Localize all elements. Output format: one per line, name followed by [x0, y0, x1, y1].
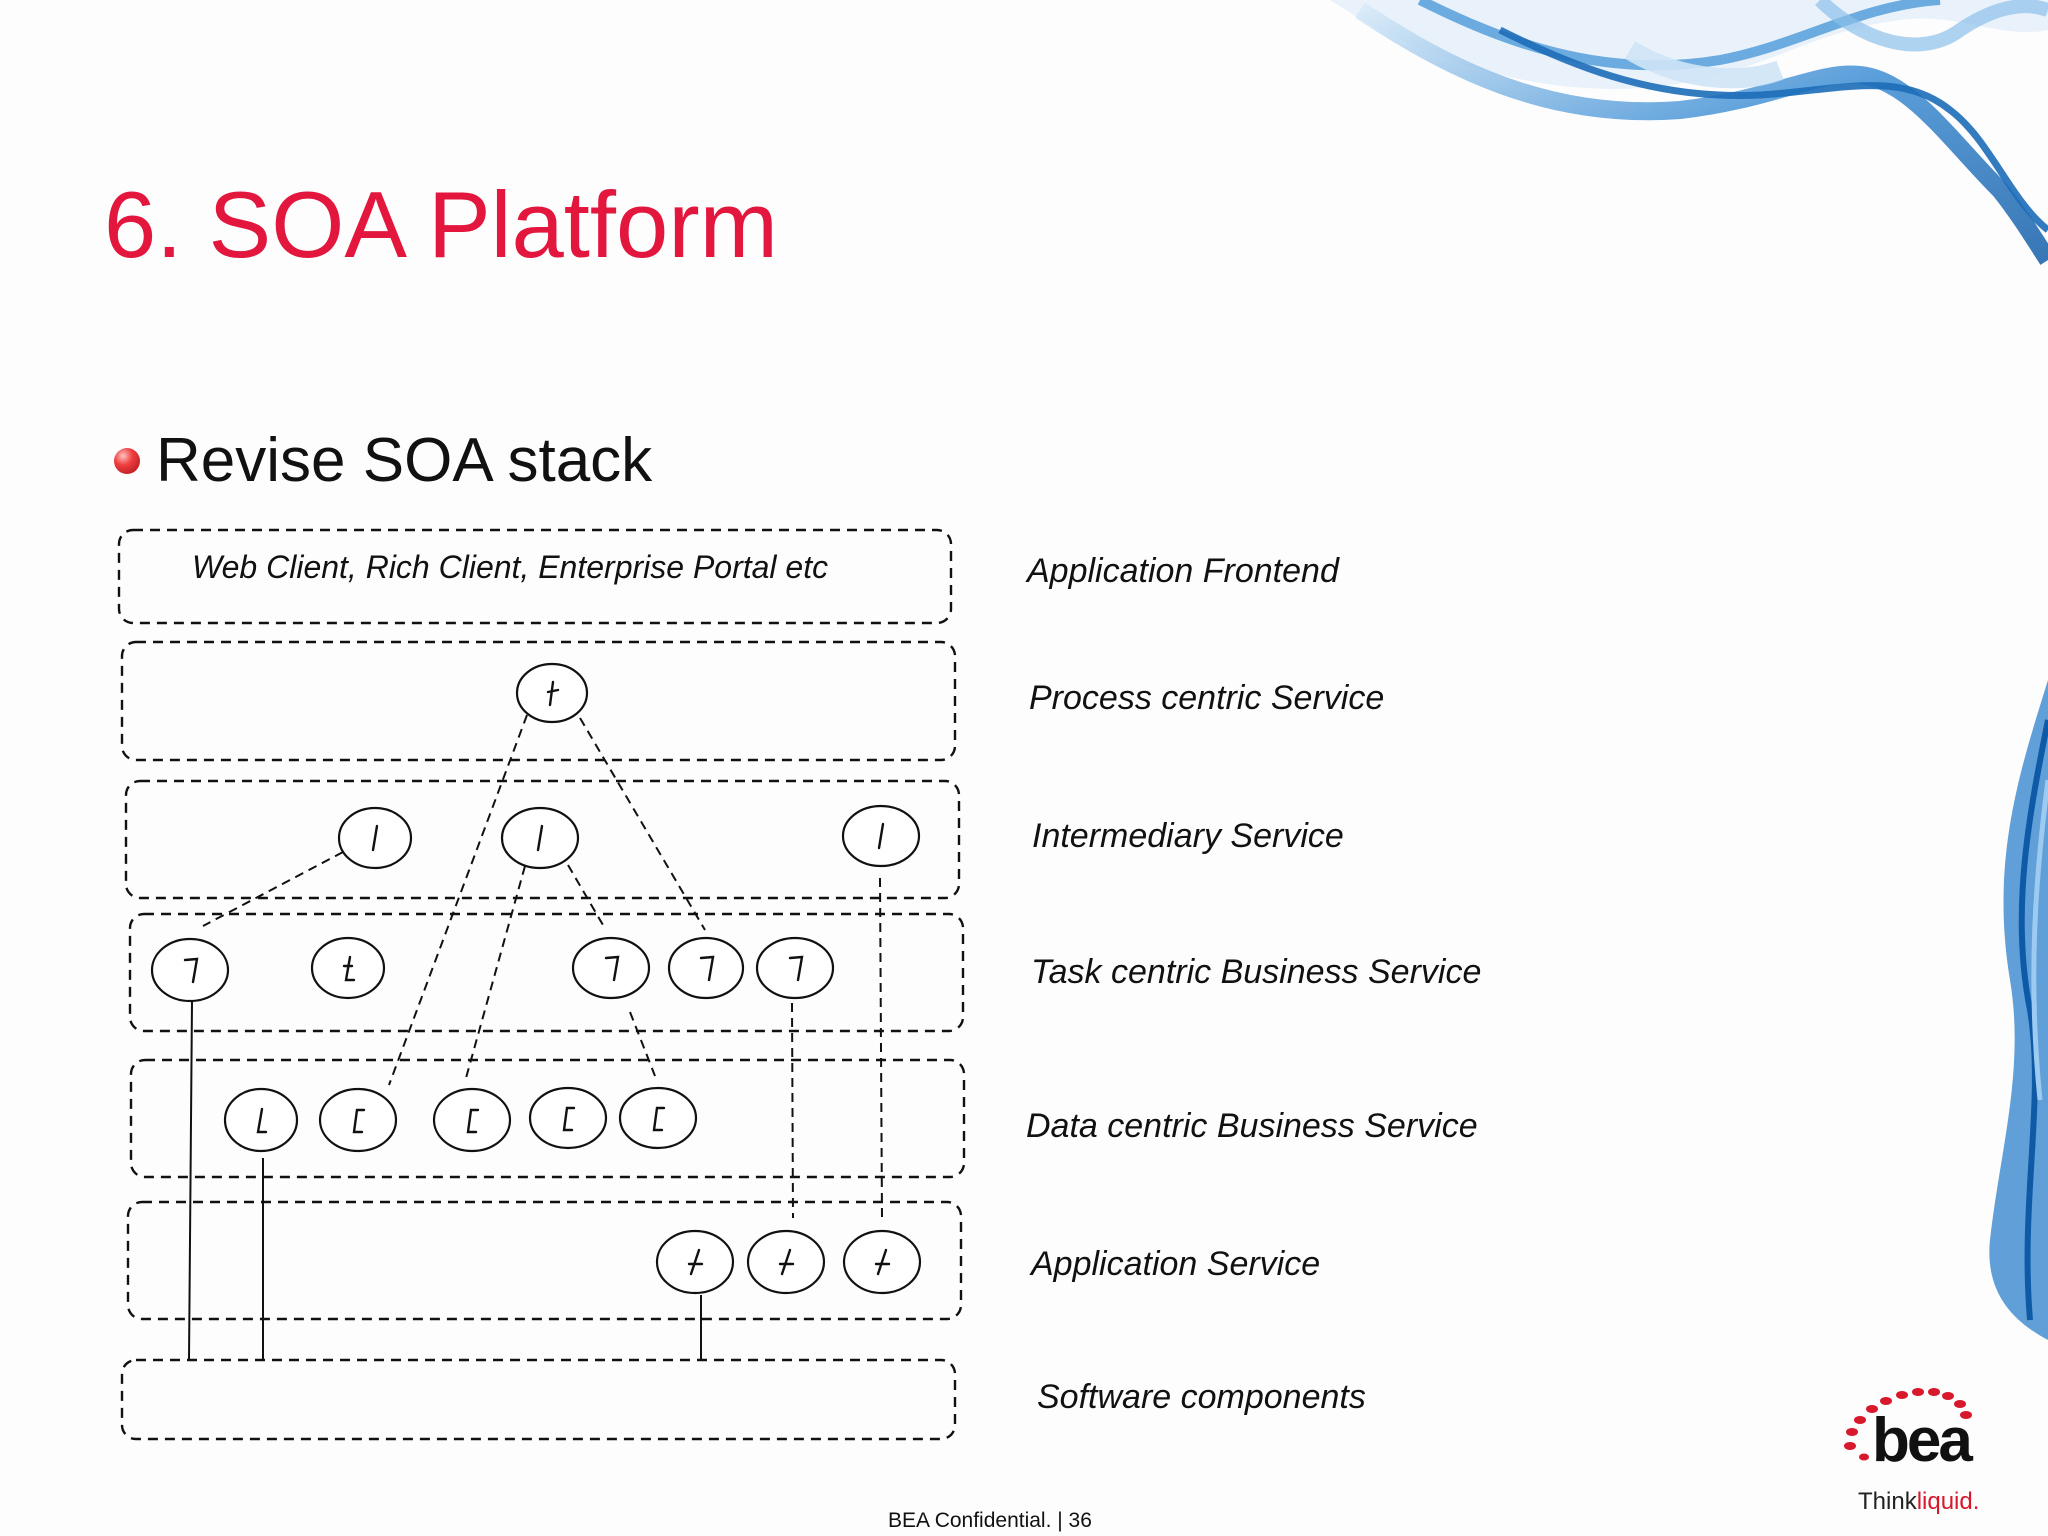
data-node-glyph-2 [352, 1108, 366, 1134]
connector-t3-to-d5 [629, 1011, 656, 1077]
layer-box-intermediary [124, 779, 961, 900]
data-node-glyph-1 [256, 1107, 268, 1134]
layer-box-application-frontend [117, 528, 953, 625]
layer-box-software-components [120, 1358, 957, 1441]
connector-i2-to-d3 [465, 865, 526, 1079]
layer-label-data-centric: Data centric Business Service [1026, 1107, 1478, 1145]
connector-t5-to-a2 [791, 1002, 794, 1219]
connector-p-to-t4 [579, 717, 706, 931]
connector-p-to-d2 [388, 714, 528, 1086]
layer-label-task-centric: Task centric Business Service [1031, 953, 1482, 991]
task-service-node-1 [150, 937, 230, 1003]
intermediary-node-glyph-2 [536, 824, 544, 852]
task-service-node-5 [755, 936, 835, 1000]
layer-label-application-service: Application Service [1031, 1245, 1321, 1283]
data-service-node-3 [432, 1087, 512, 1153]
data-service-node-2 [318, 1087, 398, 1153]
task-node-glyph-4 [699, 955, 715, 982]
connector-i1-to-t1 [202, 851, 344, 927]
task-node-glyph-5 [788, 955, 804, 982]
tagline-liquid: liquid. [1916, 1488, 1980, 1515]
layer-box-task-centric [128, 912, 965, 1033]
task-service-node-4 [667, 936, 745, 1000]
footer-text: BEA Confidential. | 36 [888, 1509, 1092, 1532]
task-node-glyph-3 [604, 955, 620, 982]
soa-stack-diagram [117, 528, 966, 1441]
connector-i3-to-a3 [879, 877, 883, 1218]
bea-logo-wordmark: bea [1872, 1406, 1973, 1475]
layer-box-application-service [126, 1200, 963, 1321]
layer-label-process-centric: Process centric Service [1029, 679, 1385, 717]
data-service-node-5 [618, 1086, 698, 1150]
bea-tagline: Thinkliquid. [1858, 1490, 1979, 1514]
frontend-box-text: Web Client, Rich Client, Enterprise Port… [192, 549, 829, 585]
data-node-glyph-3 [466, 1108, 480, 1134]
data-node-glyph-4 [562, 1106, 576, 1132]
bea-logo: bea Thinkliquid. [1838, 1382, 1998, 1522]
connector-t1-to-software [188, 1001, 193, 1361]
bea-logo-dots-icon [1844, 1388, 1972, 1461]
layer-label-software-components: Software components [1037, 1378, 1366, 1416]
connector-i2-to-t3 [567, 864, 604, 926]
layer-box-data-centric [129, 1058, 966, 1179]
task-node-glyph-2 [342, 955, 356, 982]
blue-smoke-edge-decoration [1989, 680, 2048, 1340]
intermediary-node-glyph-3 [877, 822, 885, 850]
layer-box-process-centric [120, 640, 957, 762]
data-service-node-4 [528, 1086, 608, 1150]
intermediary-node-glyph-1 [371, 824, 379, 852]
process-node-glyph [546, 680, 560, 707]
task-node-glyph-1 [183, 957, 199, 984]
application-node-glyph-3 [874, 1248, 891, 1276]
bullet-text: Revise SOA stack [156, 426, 653, 495]
bullet-icon [114, 448, 140, 474]
task-service-node-3 [571, 936, 651, 1000]
layer-label-application-frontend: Application Frontend [1027, 552, 1339, 590]
application-node-glyph-2 [778, 1248, 795, 1276]
layer-label-intermediary: Intermediary Service [1032, 817, 1344, 855]
tagline-think: Think [1858, 1488, 1917, 1515]
blue-smoke-decoration [1330, 0, 2048, 265]
application-node-glyph-1 [687, 1248, 704, 1276]
data-node-glyph-5 [652, 1106, 666, 1132]
slide-title: 6. SOA Platform [104, 172, 778, 277]
